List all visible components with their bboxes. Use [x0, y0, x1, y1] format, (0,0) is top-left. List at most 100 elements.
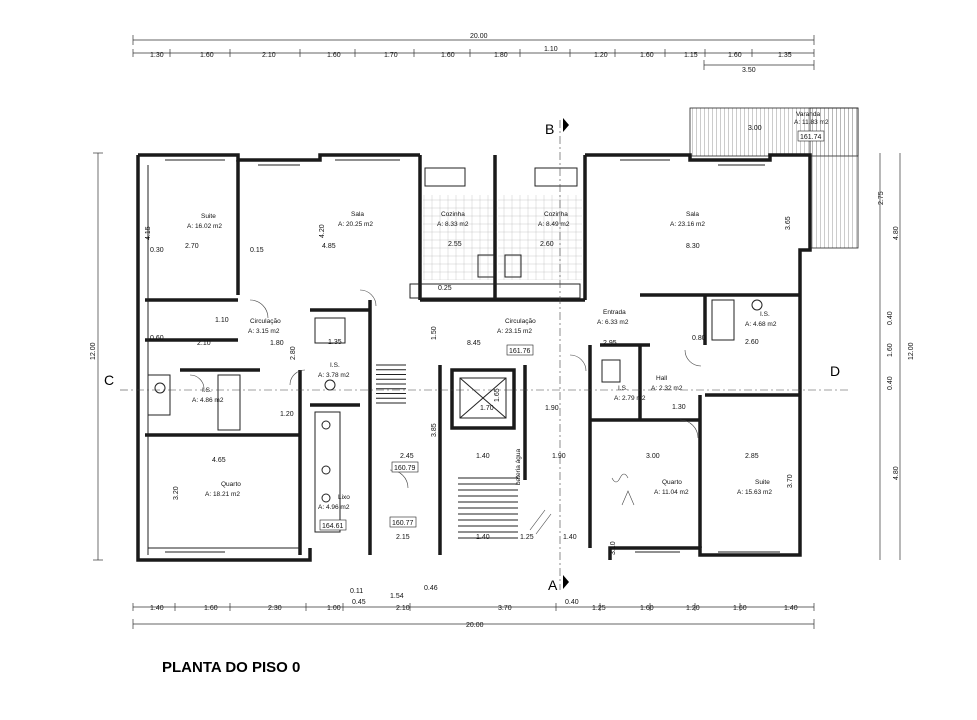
room-area-quarto-1: A: 18.21 m2 [205, 491, 240, 498]
room-name-varanda: Varanda [796, 111, 820, 118]
top-dim-12: 1.35 [778, 52, 792, 59]
bottom-small-3: 0.45 [352, 599, 366, 606]
varanda-balcony: Varanda A: 11.83 m2 161.74 [689, 107, 859, 249]
inner-dim-6: 0.30 [150, 247, 164, 254]
room-area-circulacao-2: A: 23.15 m2 [497, 328, 532, 335]
inner-dim-17: 1.90 [545, 405, 559, 412]
inner-dim-24: 2.85 [745, 453, 759, 460]
inner-dim-31: 3.70 [787, 474, 794, 488]
room-name-circulacao-1: Circulação [250, 318, 281, 325]
inner-dim-14: 2.60 [745, 339, 759, 346]
interior-walls [145, 160, 800, 555]
section-c-label: C [104, 372, 114, 388]
bottom-dim-2: 2.30 [268, 605, 282, 612]
top-sub-label: 3.50 [742, 67, 756, 74]
inner-dim-9: 1.10 [215, 317, 229, 324]
room-name-entrada: Entrada [603, 309, 626, 316]
room-area-circulacao-1: A: 3.15 m2 [248, 328, 280, 335]
top-dim-3: 1.60 [327, 52, 341, 59]
section-d-label: D [830, 363, 840, 379]
right-dim-4: 0.40 [887, 376, 894, 390]
overall-top-label: 20.00 [470, 33, 488, 40]
bottom-small-0: 0.11 [350, 588, 363, 595]
elevator [450, 368, 516, 430]
room-area-sala-1: A: 20.25 m2 [338, 221, 373, 228]
inner-dim-13: 2.95 [603, 340, 617, 347]
top-dim-0: 1.30 [150, 52, 164, 59]
inner-dimensions: 2.70 4.85 2.55 2.60 8.30 3.00 0.30 0.15 … [145, 125, 794, 555]
kitchen-right-counter [534, 167, 578, 187]
level-tag-160-79: 160.79 [394, 465, 416, 472]
room-area-quarto-2: A: 11.04 m2 [654, 489, 689, 496]
bottom-small-2: 0.46 [424, 585, 438, 592]
stove-right [504, 254, 522, 278]
room-area-is-1: A: 4.68 m2 [745, 321, 777, 328]
inner-dim-37: 0.60 [150, 335, 164, 342]
room-area-is-4: A: 2.79 m2 [614, 395, 646, 402]
top-dim-7: 1.10 [544, 46, 558, 53]
inner-dim-40: 1.35 [328, 339, 342, 346]
room-name-sala-2: Sala [686, 211, 699, 218]
level-tag-161-74: 161.74 [800, 134, 822, 141]
bottom-dimension-chain: 1.40 1.60 2.30 1.00 2.10 3.70 1.25 1.60 … [133, 585, 814, 612]
room-name-is-1: I.S. [760, 311, 770, 318]
inner-dim-7: 0.15 [250, 247, 264, 254]
room-area-varanda: A: 11.83 m2 [794, 119, 829, 126]
top-dim-6: 1.80 [494, 52, 508, 59]
inner-dim-8: 0.25 [438, 285, 452, 292]
inner-dim-19: 4.65 [212, 457, 226, 464]
level-tags: 161.76 160.79 164.61 160.77 [319, 344, 534, 531]
door-swings [189, 289, 702, 489]
kitchen-right-tiles [498, 195, 582, 280]
inner-dim-18: 1.30 [672, 404, 686, 411]
windows [165, 159, 780, 553]
top-dimension-chain: 1.30 1.60 2.10 1.60 1.70 1.60 1.80 1.10 … [132, 46, 815, 59]
room-area-sala-2: A: 23.16 m2 [670, 221, 705, 228]
staircase-upper [376, 364, 406, 404]
room-name-lixo: Lixo [338, 494, 350, 501]
room-name-is-2: I.S. [330, 362, 340, 369]
inner-dim-28: 1.40 [563, 534, 577, 541]
room-name-is-4: I.S. [618, 385, 628, 392]
overall-bottom-label: 20.00 [466, 622, 484, 629]
inner-dim-20: 2.45 [400, 453, 414, 460]
inner-dim-23: 3.00 [646, 453, 660, 460]
bottom-dim-1: 1.60 [204, 605, 218, 612]
room-name-is-3: I.S. [202, 387, 212, 394]
inner-dim-22: 1.90 [552, 453, 566, 460]
inner-dim-39: 1.50 [431, 326, 438, 340]
inner-dim-21: 1.40 [476, 453, 490, 460]
inner-dim-38: 0.80 [692, 335, 706, 342]
inner-dim-36: 1.65 [494, 388, 501, 402]
right-dim-5: 4.80 [893, 466, 900, 480]
right-dimension-chain: 2.75 4.80 0.40 1.60 0.40 4.80 12.00 [878, 153, 915, 560]
bottom-dim-0: 1.40 [150, 605, 164, 612]
bottom-dim-7: 1.60 [640, 605, 654, 612]
top-dimension-overall: 20.00 [132, 33, 815, 45]
level-tag-164-61: 164.61 [322, 523, 344, 530]
right-dim-1: 4.80 [893, 226, 900, 240]
room-area-is-3: A: 4.86 m2 [192, 397, 224, 404]
pencil-annotations [529, 473, 635, 535]
stove-left [477, 254, 495, 278]
inner-dim-32: 3.85 [431, 423, 438, 437]
bottom-dim-3: 1.00 [327, 605, 341, 612]
top-sub-dimension: 3.50 [703, 60, 815, 74]
room-area-hall: A: 2.32 m2 [651, 385, 683, 392]
drawing-title: PLANTA DO PISO 0 [162, 659, 300, 676]
inner-dim-26: 1.40 [476, 534, 490, 541]
inner-dim-33: 4.20 [319, 224, 326, 238]
room-area-cozinha-2: A: 8.49 m2 [538, 221, 570, 228]
inner-dim-4: 8.30 [686, 243, 700, 250]
room-name-cozinha-1: Cozinha [441, 211, 465, 218]
inner-dim-11: 1.80 [270, 340, 284, 347]
inner-dim-1: 4.85 [322, 243, 336, 250]
bottom-dim-5: 3.70 [498, 605, 512, 612]
room-name-suite-1: Suite [201, 213, 216, 220]
right-dim-2: 0.40 [887, 311, 894, 325]
bottom-dim-10: 1.40 [784, 605, 798, 612]
top-dim-10: 1.15 [684, 52, 698, 59]
kitchen-left-tiles [423, 195, 493, 280]
room-area-suite-2: A: 15.63 m2 [737, 489, 772, 496]
